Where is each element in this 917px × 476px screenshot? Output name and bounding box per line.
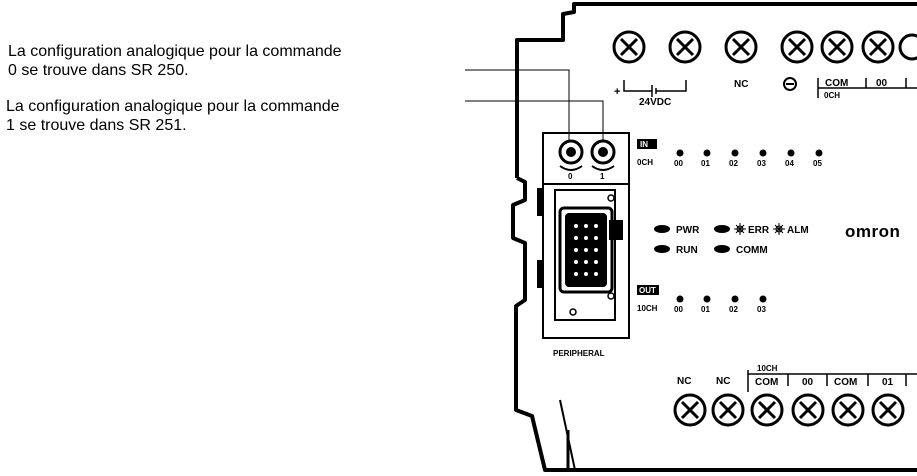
status-leds	[654, 225, 730, 253]
bottom-screw-slots	[680, 400, 898, 420]
plc-body	[511, 2, 917, 472]
in-badge-label: IN	[640, 140, 648, 149]
peripheral-panel	[537, 132, 630, 339]
analog-dial-1-label: 1	[600, 172, 605, 181]
in-bit-05: 05	[813, 159, 822, 168]
led-err: ERR	[748, 225, 770, 236]
supply-symbol	[623, 80, 687, 97]
bottom-com-header	[747, 370, 917, 392]
in-bit-04: 04	[785, 159, 794, 168]
top-terminal-screws	[612, 30, 917, 64]
bottom-com-0: COM	[834, 377, 857, 388]
led-run: RUN	[676, 245, 698, 256]
in-bit-03: 03	[757, 159, 766, 168]
annotation-analog-1: La configuration analogique pour la comm…	[6, 98, 340, 134]
top-com-label: COM	[825, 78, 848, 89]
led-comm: COMM	[736, 245, 768, 256]
bottom-terminal-screws	[673, 393, 905, 427]
bottom-channel: 10CH	[757, 364, 778, 373]
led-pwr: PWR	[676, 225, 700, 236]
out-badge	[637, 285, 659, 295]
bottom-com: COM	[755, 377, 778, 388]
led-alm: ALM	[787, 225, 809, 236]
leader-line-1	[465, 100, 604, 143]
top-channel: 0CH	[824, 91, 840, 100]
bottom-nc-1: NC	[677, 376, 691, 387]
output-leds	[676, 295, 767, 303]
out-bit-00: 00	[674, 305, 683, 314]
analog-dial-1	[590, 139, 616, 171]
alm-flash-icon	[773, 223, 785, 235]
out-bit-01: 01	[701, 305, 710, 314]
analog-dial-0	[558, 139, 584, 171]
in-bit-02: 02	[729, 159, 738, 168]
annotation-analog-0: La configuration analogique pour la comm…	[8, 43, 342, 79]
out-bit-02: 02	[729, 305, 738, 314]
peripheral-label: PERIPHERAL	[553, 349, 605, 358]
connector-pins	[574, 224, 598, 276]
supply-plus: +	[614, 86, 620, 98]
brand-logo: omron	[845, 222, 900, 241]
supply-label: 24VDC	[639, 97, 671, 108]
top-com-num: 00	[876, 78, 888, 89]
out-channel: 10CH	[637, 304, 658, 313]
err-flash-icon	[734, 223, 746, 235]
analog-dial-0-label: 0	[568, 172, 573, 181]
in-channel: 0CH	[637, 158, 653, 167]
nc-label: NC	[734, 79, 748, 90]
top-com-header	[817, 78, 917, 98]
ground-icon	[783, 77, 797, 91]
leader-line-0	[465, 69, 570, 143]
out-bit-03: 03	[757, 305, 766, 314]
input-leds	[676, 149, 823, 157]
top-screw-slots	[619, 37, 888, 57]
in-bit-01: 01	[701, 159, 710, 168]
in-bit-00: 00	[674, 159, 683, 168]
bottom-nc-2: NC	[716, 376, 730, 387]
in-badge	[637, 139, 657, 149]
bottom-00: 00	[802, 377, 814, 388]
bottom-01: 01	[882, 377, 894, 388]
out-badge-label: OUT	[639, 286, 656, 295]
